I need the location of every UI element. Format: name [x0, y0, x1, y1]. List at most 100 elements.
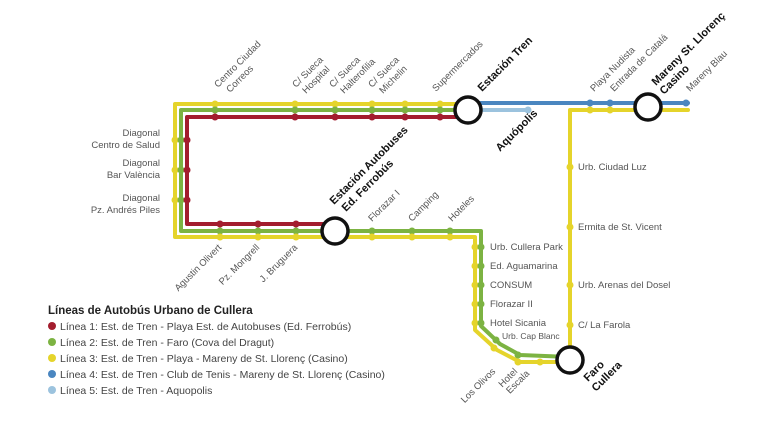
- stop-dot: [682, 99, 690, 107]
- stop-dot: [211, 106, 219, 114]
- stop-dot: [368, 106, 376, 114]
- stop-label: Urb. Ciudad Luz: [578, 162, 647, 173]
- stop-dot: [254, 227, 262, 235]
- legend-item-line-1: Línea 1: Est. de Tren - Playa Est. de Au…: [60, 321, 351, 333]
- stop-dot: [471, 319, 479, 327]
- stop-dot: [566, 281, 574, 289]
- stop-dot: [291, 113, 299, 121]
- stop-dot: [477, 300, 485, 308]
- stop-dot: [368, 113, 376, 121]
- stop-label: Centro de Salud: [91, 140, 160, 151]
- stop-dot: [183, 166, 191, 174]
- stop-dot: [566, 321, 574, 329]
- stop-dot: [216, 220, 224, 228]
- stop-label: Agustin Olivert: [173, 242, 225, 294]
- stop-label: Diagonal: [123, 193, 161, 204]
- stop-dot: [368, 100, 376, 108]
- stop-dot: [291, 100, 299, 108]
- stop-dot: [408, 227, 416, 235]
- stop-label: Florazar I: [366, 188, 402, 224]
- legend-dot-line-4: [48, 370, 56, 378]
- hub-casino: [633, 92, 663, 122]
- stop-dot: [492, 336, 500, 344]
- stop-dot: [490, 344, 498, 352]
- stop-dot: [171, 196, 179, 204]
- stop-dot: [292, 227, 300, 235]
- legend-dot-line-1: [48, 322, 56, 330]
- stop-label: Hoteles: [446, 193, 477, 224]
- stop-label: J. Bruguera: [258, 242, 301, 285]
- stop-dot: [436, 106, 444, 114]
- stop-dot: [171, 136, 179, 144]
- legend: Líneas de Autobús Urbano de Cullera Líne…: [48, 305, 385, 397]
- stop-dot: [471, 262, 479, 270]
- line-2-path: [179, 108, 572, 359]
- legend-title: Líneas de Autobús Urbano de Cullera: [48, 305, 253, 317]
- stop-dot: [211, 100, 219, 108]
- hub-estacion-autobuses: [320, 216, 350, 246]
- stop-label: Florazar II: [490, 299, 533, 310]
- stop-dot: [368, 233, 376, 241]
- stop-dot: [292, 220, 300, 228]
- stop-dot: [401, 106, 409, 114]
- stop-dot: [436, 100, 444, 108]
- stop-dot: [216, 233, 224, 241]
- stop-dot: [211, 113, 219, 121]
- stop-label: Ed. Aguamarina: [490, 261, 558, 272]
- stop-label: Pz. Andrés Piles: [91, 205, 160, 216]
- stop-dot: [446, 233, 454, 241]
- stop-dot: [171, 166, 179, 174]
- legend-item-line-3: Línea 3: Est. de Tren - Playa - Mareny d…: [60, 353, 348, 365]
- stop-dot: [254, 220, 262, 228]
- stop-dot: [471, 281, 479, 289]
- stop-dot: [254, 233, 262, 241]
- stop-dot: [177, 196, 185, 204]
- stop-label: C/ La Farola: [578, 320, 631, 331]
- stop-dot: [514, 351, 522, 359]
- stop-dot: [514, 358, 522, 366]
- stop-label: Bar València: [107, 170, 161, 181]
- legend-dot-line-3: [48, 354, 56, 362]
- stop-label: Diagonal: [123, 158, 161, 169]
- stop-dot: [524, 106, 532, 114]
- hub-faro-cullera: [555, 345, 585, 375]
- stop-dot: [477, 281, 485, 289]
- stop-dot: [566, 223, 574, 231]
- stop-dot: [471, 300, 479, 308]
- hub-label-estacion-tren: Estación Tren: [476, 34, 536, 94]
- stop-dot: [183, 136, 191, 144]
- legend-item-line-5: Línea 5: Est. de Tren - Aquopolis: [60, 385, 212, 397]
- legend-dot-line-2: [48, 338, 56, 346]
- stop-dot: [183, 196, 191, 204]
- stop-dot: [446, 227, 454, 235]
- stop-label: Aquópolis: [494, 108, 541, 155]
- stop-dot: [586, 106, 594, 114]
- stop-dot: [291, 106, 299, 114]
- stop-dot: [606, 99, 614, 107]
- stop-dot: [408, 233, 416, 241]
- stop-dot: [216, 227, 224, 235]
- hub-estacion-tren: [453, 95, 483, 125]
- stop-label: Camping: [406, 189, 441, 224]
- stop-dot: [477, 243, 485, 251]
- stop-label: Ermita de St. Vicent: [578, 222, 662, 233]
- legend-dot-line-5: [48, 386, 56, 394]
- stop-dot: [586, 99, 594, 107]
- stop-dot: [292, 233, 300, 241]
- stop-dot: [477, 319, 485, 327]
- legend-item-line-2: Línea 2: Est. de Tren - Faro (Cova del D…: [60, 337, 274, 349]
- hubs: [320, 92, 663, 375]
- stop-label: Hotel Sicania: [490, 318, 547, 329]
- stop-label: Diagonal: [123, 128, 161, 139]
- stop-label: Urb. Cullera Park: [490, 242, 563, 253]
- stop-dot: [177, 136, 185, 144]
- stop-dot: [331, 100, 339, 108]
- stop-dot: [331, 113, 339, 121]
- stop-dots: [171, 99, 690, 366]
- stop-dot: [177, 166, 185, 174]
- stop-dot: [368, 227, 376, 235]
- stop-label: CONSUM: [490, 280, 532, 291]
- stop-dot: [477, 262, 485, 270]
- stop-dot: [536, 358, 544, 366]
